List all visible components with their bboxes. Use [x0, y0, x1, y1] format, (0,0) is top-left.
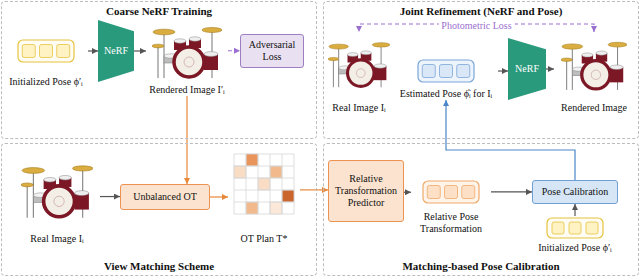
node-label: NeRF — [104, 45, 128, 57]
connector-arrow — [134, 50, 146, 51]
stage-panel: Matching-based Pose Calibration Relative … — [324, 144, 638, 275]
node-caption: Initialized Pose ϕ′ᵢ — [538, 242, 612, 254]
node-label: Relative Transformation Predictor — [333, 173, 399, 209]
connector-arrow — [574, 204, 575, 216]
node-caption: Relative Pose Transformation — [411, 211, 491, 235]
loss-box: Adversarial Loss — [240, 34, 304, 68]
node-caption: Real Image Iᵢ — [332, 102, 385, 114]
connector-arrow — [88, 50, 98, 51]
node-caption: Real Image Iᵢ — [30, 233, 83, 245]
pose-vector — [423, 181, 479, 203]
connector-arrow — [228, 50, 240, 51]
real-drums — [328, 43, 390, 88]
ot-plan-node: OT Plan T* — [228, 150, 300, 245]
image-node: Rendered Image — [554, 32, 634, 114]
panel-title: View Matching Scheme — [104, 260, 214, 273]
pose-node: Estimated Pose ϕ̂ᵢ for Iᵢ — [394, 58, 498, 100]
pose-node: Initialized Pose ϕ′ᵢ — [4, 38, 88, 88]
panel-title: Joint Refinement (NeRF and Pose) — [400, 5, 563, 18]
panel-title: Matching-based Pose Calibration — [402, 260, 559, 273]
connector-arrow — [404, 192, 411, 193]
node-caption: OT Plan T* — [241, 233, 288, 245]
pose-vector — [18, 40, 74, 62]
connector-arrow — [498, 70, 508, 71]
real-drums — [21, 166, 93, 218]
connector-arrow — [546, 68, 554, 69]
node-label: Unbalanced OT — [133, 191, 197, 203]
connector-arrow — [100, 196, 120, 197]
image-node: Real Image Iᵢ — [326, 32, 392, 114]
nerf-trapezoid — [98, 20, 134, 82]
connector-arrow — [186, 96, 187, 184]
image-node: Rendered Image I′ᵢ — [146, 18, 228, 96]
edge-label: Photometric Loss — [438, 20, 514, 31]
connector-arrow — [300, 189, 328, 190]
stage-panel: View Matching Scheme Real Image Iᵢ Unbalan… — [2, 144, 316, 275]
nerf-network: NeRF — [98, 20, 134, 82]
rendered-drums — [152, 28, 222, 79]
pose-vector — [418, 60, 474, 82]
nerf-network: NeRF — [508, 38, 546, 100]
connector-arrow — [446, 100, 575, 180]
edge-label-holder: Photometric Loss — [438, 15, 514, 33]
connector-arrow — [491, 191, 532, 192]
pose-node: Relative Pose Transformation — [411, 179, 491, 235]
connector-arrow — [210, 196, 228, 197]
process-box: Unbalanced OT — [120, 184, 210, 210]
panel-title: Coarse NeRF Training — [106, 5, 212, 18]
nerf-trapezoid — [508, 38, 546, 100]
ot-plan-grid — [234, 154, 294, 214]
node-caption: Rendered Image — [561, 102, 627, 114]
image-node: Real Image Iᵢ — [14, 150, 100, 245]
node-label: NeRF — [515, 63, 539, 75]
process-box: Relative Transformation Predictor — [328, 160, 404, 222]
node-caption: Initialized Pose ϕ′ᵢ — [9, 76, 83, 88]
pose-vector — [547, 218, 603, 238]
node-caption: Rendered Image I′ᵢ — [149, 84, 224, 96]
rendered-drums — [561, 42, 627, 90]
process-box: Pose Calibration — [532, 180, 618, 204]
stage-panel: Coarse NeRF TrainingInitialized Pose ϕ′ᵢ… — [2, 2, 316, 138]
pose-node: Initialized Pose ϕ′ᵢ — [530, 216, 620, 254]
node-label: Adversarial Loss — [245, 39, 299, 63]
node-caption: Estimated Pose ϕ̂ᵢ for Iᵢ — [400, 88, 492, 100]
node-label: Pose Calibration — [542, 186, 608, 198]
